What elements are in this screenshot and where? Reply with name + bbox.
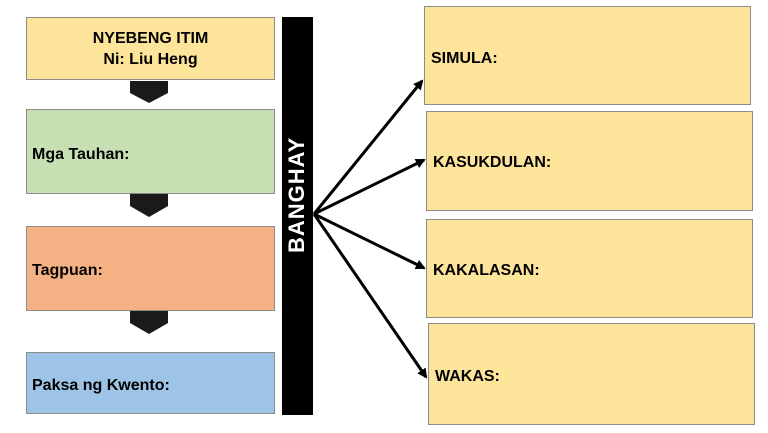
down-arrow-2 — [130, 194, 168, 217]
theme-box: Paksa ng Kwento: — [26, 352, 275, 414]
arrow-to-kakalasan — [313, 212, 426, 270]
climax-box: KASUKDULAN: — [426, 111, 753, 211]
ending-box: WAKAS: — [428, 323, 755, 425]
down-arrow-3 — [130, 311, 168, 334]
characters-box: Mga Tauhan: — [26, 109, 275, 194]
arrow-to-wakas — [312, 213, 428, 379]
arrow-to-kasukdulan — [313, 158, 426, 216]
setting-label: Tagpuan: — [32, 262, 103, 279]
setting-box: Tagpuan: — [26, 226, 275, 311]
plot-bar: BANGHAY — [282, 17, 313, 415]
plot-label: BANGHAY — [284, 136, 309, 253]
beginning-box: SIMULA: — [424, 6, 751, 105]
climax-label: KASUKDULAN: — [433, 154, 552, 171]
falling-action-box: KAKALASAN: — [426, 219, 753, 318]
story-title-box: NYEBENG ITIM Ni: Liu Heng — [26, 17, 275, 80]
down-arrow-1 — [130, 81, 168, 103]
arrow-to-simula — [312, 79, 424, 215]
theme-label: Paksa ng Kwento: — [32, 377, 170, 394]
characters-label: Mga Tauhan: — [32, 146, 130, 163]
ending-label: WAKAS: — [435, 368, 500, 385]
falling-action-label: KAKALASAN: — [433, 262, 540, 279]
story-title: NYEBENG ITIM — [92, 30, 209, 47]
beginning-label: SIMULA: — [431, 50, 498, 67]
story-author: Ni: Liu Heng — [103, 51, 198, 68]
